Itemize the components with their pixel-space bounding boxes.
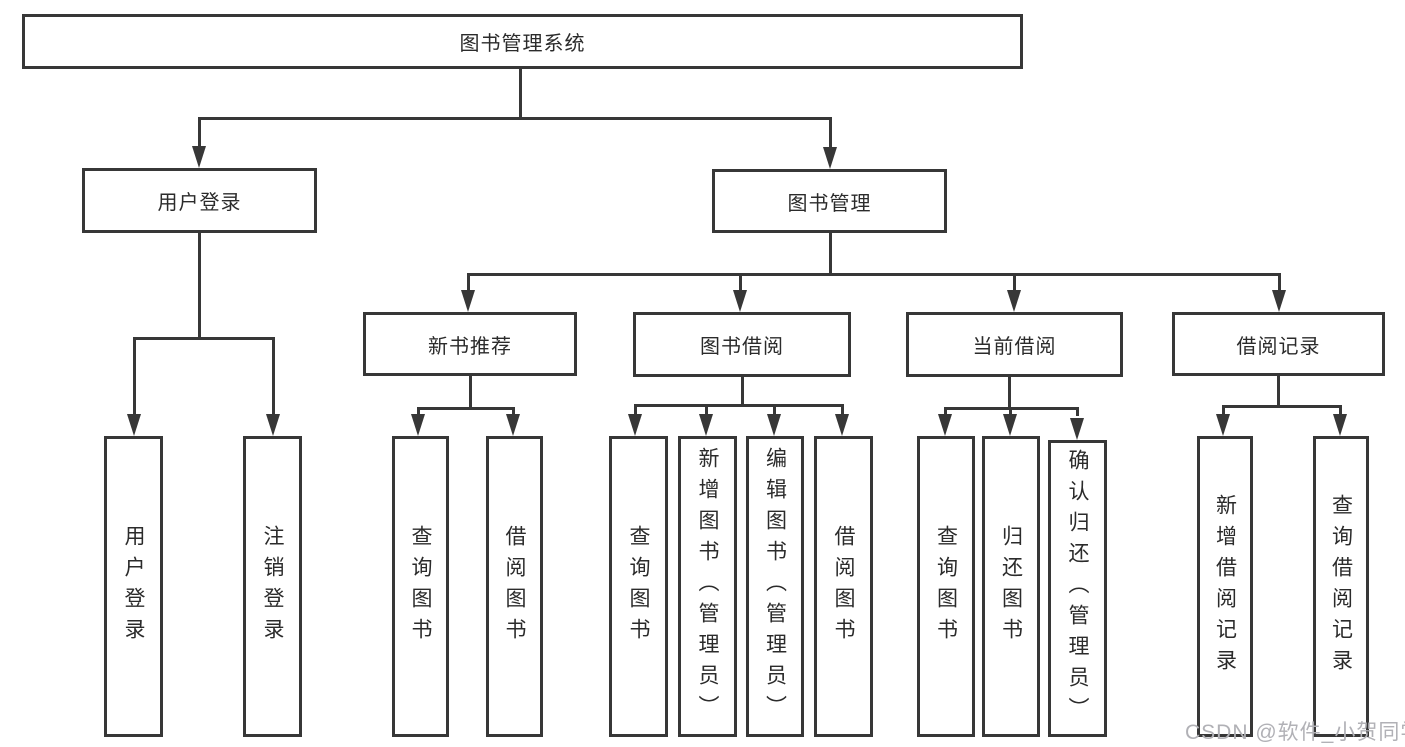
connector-arrow-shaft [1013, 273, 1016, 292]
connector-arrow-shaft [272, 337, 275, 416]
connector-arrow-shaft [1222, 405, 1225, 416]
node-label: 图书管理 [787, 192, 872, 215]
connector-level2-branch [198, 117, 832, 120]
arrow-down-icon [1272, 290, 1286, 312]
node-user-login: 用户登录 [82, 168, 317, 233]
leaf-label: 注销登录 [261, 524, 284, 649]
connector-arrow-shaft [1339, 405, 1342, 416]
arrow-down-icon [1070, 418, 1084, 440]
leaf-return-books: 归还图书 [982, 436, 1040, 737]
csdn-watermark: CSDN @软件_小贺同学 [1185, 721, 1405, 744]
connector-arrow-shaft [1076, 407, 1079, 416]
connector-arrow-shaft [198, 117, 201, 148]
leaf-label: 确认归还（管理员） [1066, 449, 1089, 728]
arrow-down-icon [266, 414, 280, 436]
node-label: 图书管理系统 [459, 33, 586, 55]
arrow-down-icon [699, 414, 713, 436]
arrow-down-icon [767, 414, 781, 436]
arrow-down-icon [192, 146, 206, 168]
leaf-label: 编辑图书（管理员） [763, 447, 787, 726]
connector-root-stub [519, 69, 522, 117]
connector-arrow-shaft [841, 404, 844, 416]
arrow-down-icon [1216, 414, 1230, 436]
leaf-label: 借阅图书 [503, 524, 526, 649]
leaf-borrow-books-borrowing: 借阅图书 [814, 436, 873, 737]
node-new-book-recommendation: 新书推荐 [363, 312, 577, 376]
connector-arrow-shaft [1278, 273, 1281, 292]
connector-current-stub [1008, 377, 1011, 407]
arrow-down-icon [733, 290, 747, 312]
arrow-down-icon [1333, 414, 1347, 436]
arrow-down-icon [823, 147, 837, 169]
leaf-query-books-current: 查询图书 [917, 436, 975, 737]
connector-arrow-shaft [705, 404, 708, 416]
node-book-management: 图书管理 [712, 169, 947, 233]
node-borrowing-records: 借阅记录 [1172, 312, 1385, 376]
arrow-down-icon [628, 414, 642, 436]
node-label: 图书借阅 [700, 336, 784, 358]
arrow-down-icon [411, 414, 425, 436]
connector-recommend-stub [469, 376, 472, 407]
leaf-label: 归还图书 [999, 524, 1023, 649]
node-label: 新书推荐 [428, 335, 512, 358]
leaf-label: 查询借阅记录 [1329, 493, 1353, 680]
arrow-down-icon [127, 414, 141, 436]
connector-arrow-shaft [829, 117, 832, 148]
node-label: 当前借阅 [972, 336, 1057, 358]
leaf-user-login: 用户登录 [104, 436, 163, 737]
connector-records-stub [1277, 376, 1280, 405]
leaf-query-borrow-record: 查询借阅记录 [1313, 436, 1369, 737]
connector-arrow-shaft [1009, 407, 1012, 416]
connector-level3-branch [467, 273, 1281, 276]
connector-arrow-shaft [133, 337, 136, 416]
leaf-edit-book-admin: 编辑图书（管理员） [746, 436, 804, 737]
connector-borrowing-branch [634, 404, 844, 407]
leaf-borrow-books-recommend: 借阅图书 [486, 436, 543, 737]
arrow-down-icon [938, 414, 952, 436]
node-library-management-system: 图书管理系统 [22, 14, 1023, 69]
node-label: 用户登录 [157, 192, 242, 214]
arrow-down-icon [461, 290, 475, 312]
arrow-down-icon [835, 414, 849, 436]
leaf-add-book-admin: 新增图书（管理员） [678, 436, 737, 737]
connector-records-branch [1222, 405, 1342, 408]
leaf-query-books-borrowing: 查询图书 [609, 436, 668, 737]
leaf-query-books-recommend: 查询图书 [392, 436, 449, 737]
connector-arrow-shaft [944, 407, 947, 416]
connector-arrow-shaft [739, 273, 742, 292]
arrow-down-icon [1007, 290, 1021, 312]
connector-arrow-shaft [467, 273, 470, 292]
leaf-confirm-return-admin: 确认归还（管理员） [1048, 440, 1107, 737]
connector-book-mgmt-stub [829, 233, 832, 273]
connector-arrow-shaft [634, 404, 637, 416]
node-current-borrowing: 当前借阅 [906, 312, 1123, 377]
leaf-add-borrow-record: 新增借阅记录 [1197, 436, 1253, 737]
arrow-down-icon [506, 414, 520, 436]
connector-user-login-stub [198, 233, 201, 337]
leaf-label: 用户登录 [122, 524, 145, 649]
connector-arrow-shaft [417, 407, 420, 416]
leaf-label: 新增借阅记录 [1213, 493, 1237, 680]
node-book-borrowing: 图书借阅 [633, 312, 851, 377]
leaf-logout-login: 注销登录 [243, 436, 302, 737]
connector-recommend-branch [417, 407, 515, 410]
node-label: 借阅记录 [1236, 335, 1321, 358]
leaf-label: 查询图书 [627, 524, 650, 649]
leaf-label: 新增图书（管理员） [696, 447, 719, 726]
connector-user-login-branch [133, 337, 275, 340]
leaf-label: 查询图书 [934, 524, 958, 649]
connector-arrow-shaft [512, 407, 515, 416]
arrow-down-icon [1003, 414, 1017, 436]
leaf-label: 查询图书 [409, 524, 432, 649]
connector-borrowing-stub [741, 377, 744, 404]
connector-arrow-shaft [773, 404, 776, 416]
leaf-label: 借阅图书 [832, 524, 855, 649]
